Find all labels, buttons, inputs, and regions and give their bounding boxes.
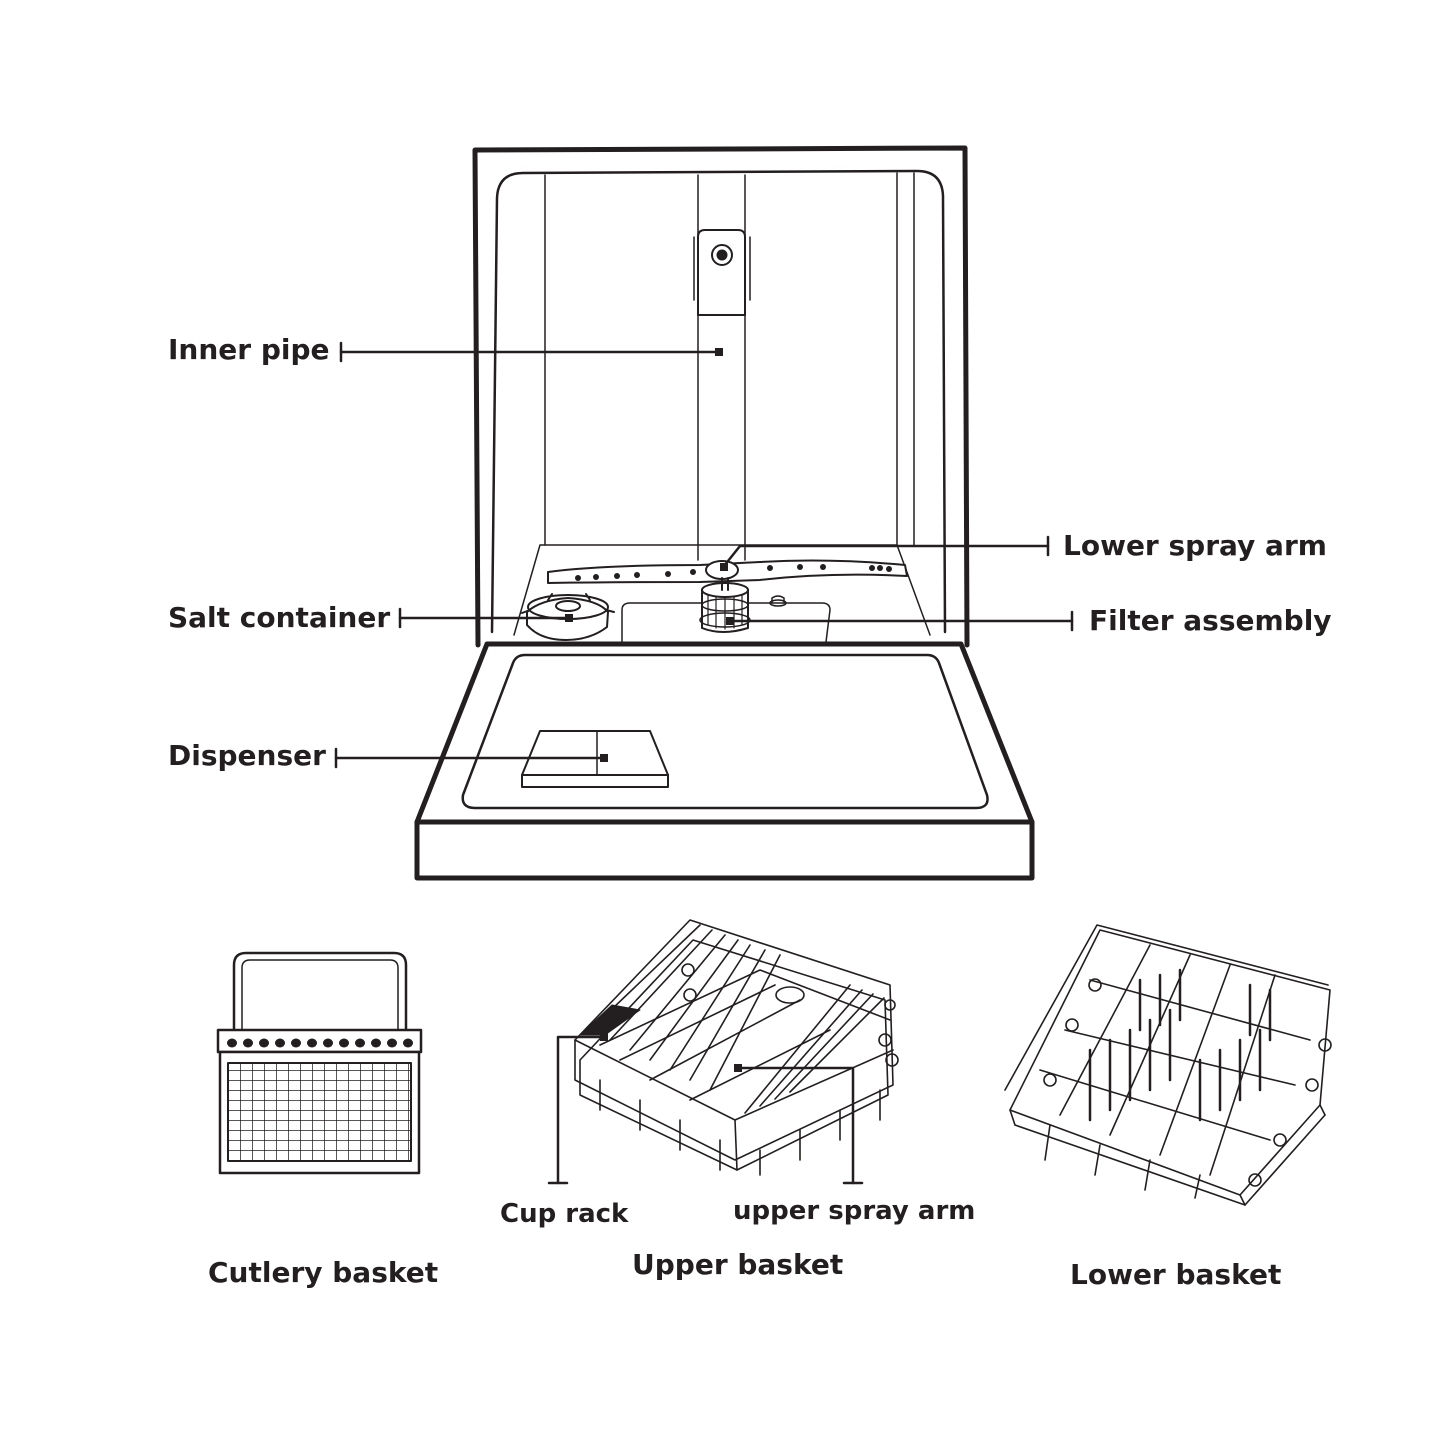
label-upper-basket: Upper basket bbox=[632, 1248, 844, 1281]
label-cutlery-basket: Cutlery basket bbox=[208, 1256, 439, 1289]
dishwasher-tub bbox=[472, 145, 970, 648]
dispenser-part bbox=[521, 730, 669, 788]
upper-basket-drawing bbox=[574, 919, 899, 1176]
upper-basket-leaders bbox=[547, 1033, 864, 1185]
cutlery-basket-drawing bbox=[216, 951, 423, 1175]
label-inner-pipe: Inner pipe bbox=[168, 333, 330, 366]
label-filter-assembly: Filter assembly bbox=[1089, 604, 1332, 637]
label-dispenser: Dispenser bbox=[168, 739, 326, 772]
lower-basket-drawing bbox=[1004, 924, 1332, 1206]
label-upper-spray-arm: upper spray arm bbox=[733, 1196, 976, 1226]
label-lower-spray-arm: Lower spray arm bbox=[1063, 529, 1327, 562]
label-lower-basket: Lower basket bbox=[1070, 1258, 1282, 1291]
dishwasher-door bbox=[414, 641, 1035, 881]
filter-assembly-part bbox=[699, 577, 787, 633]
label-salt-container: Salt container bbox=[168, 601, 391, 634]
label-cup-rack: Cup rack bbox=[500, 1199, 629, 1229]
inner-pipe-part bbox=[693, 174, 751, 561]
leader-lines bbox=[334, 341, 1074, 769]
